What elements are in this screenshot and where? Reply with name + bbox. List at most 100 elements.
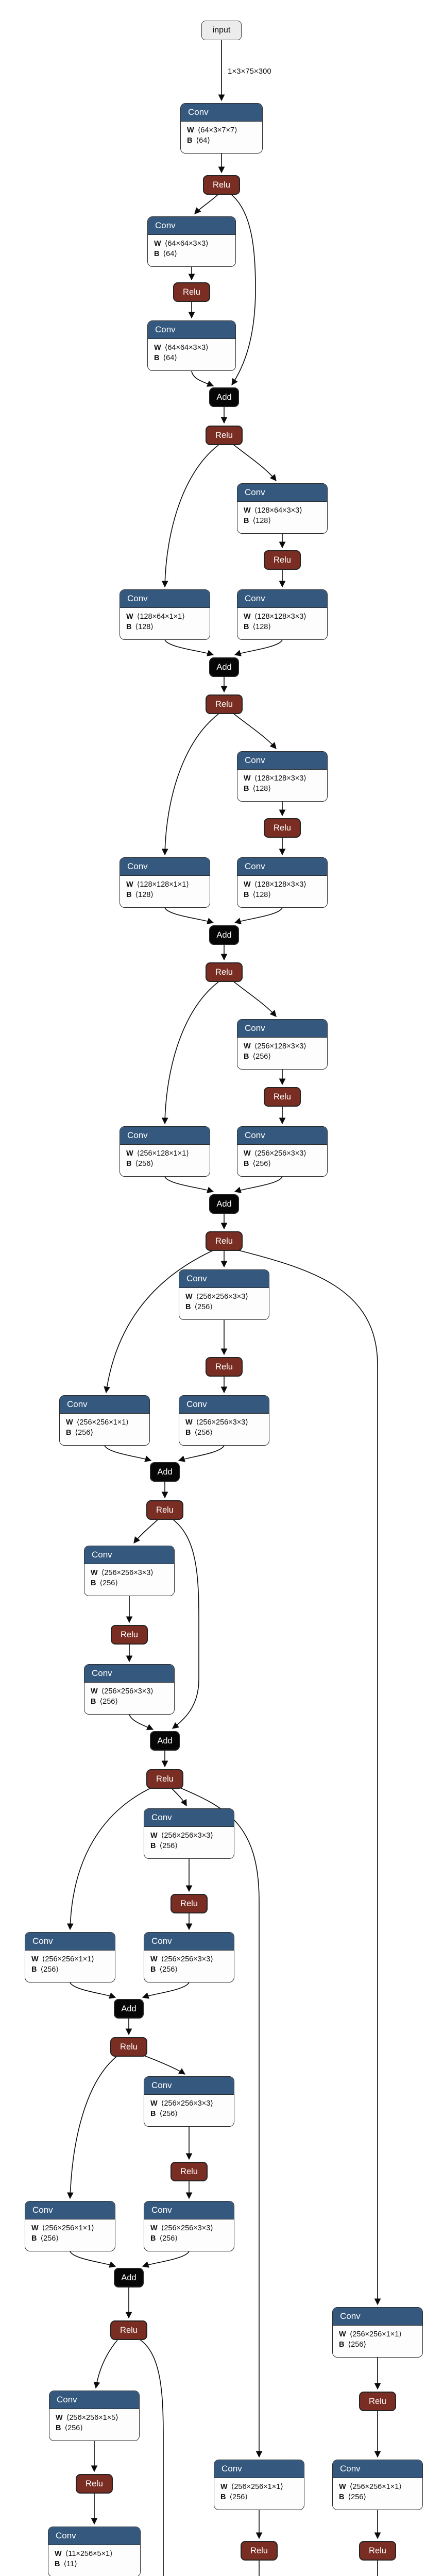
param-value: ⟨128×128×3×3⟩	[254, 880, 306, 889]
relu-node-b1relu[interactable]: Relu	[173, 282, 210, 302]
param-row-b: B⟨256⟩	[66, 1429, 143, 1437]
add-node-b4add[interactable]: Add	[209, 1194, 239, 1214]
relu-node-relu1[interactable]: Relu	[203, 175, 240, 195]
relu-node-relu6[interactable]: Relu	[146, 1500, 183, 1520]
relu-node-relu3[interactable]: Relu	[206, 694, 243, 714]
param-value: ⟨256⟩	[40, 1965, 59, 1974]
conv-node-title: Conv	[25, 1933, 115, 1951]
param-value: ⟨256×256×1×1⟩	[349, 2330, 402, 2338]
add-node-b2add[interactable]: Add	[209, 657, 239, 677]
param-key: B	[244, 623, 249, 631]
add-node-b1add[interactable]: Add	[209, 387, 239, 407]
param-key: B	[185, 1429, 191, 1437]
relu-node-relu2[interactable]: Relu	[206, 426, 243, 445]
add-node-b3add[interactable]: Add	[209, 925, 239, 945]
param-key: W	[31, 1955, 39, 1963]
param-row-b: B⟨256⟩	[31, 1965, 109, 1974]
param-value: ⟨128⟩	[252, 517, 271, 525]
relu-node-h2relu[interactable]: Relu	[241, 2541, 278, 2561]
add-node-b7add[interactable]: Add	[114, 1999, 144, 2019]
edge	[161, 714, 219, 856]
relu-node-b5relu[interactable]: Relu	[206, 1357, 243, 1377]
param-value: ⟨256⟩	[252, 1053, 271, 1061]
conv-node-title: Conv	[120, 590, 210, 608]
param-value: ⟨256×256×1×1⟩	[349, 2483, 402, 2491]
param-key: W	[150, 1955, 158, 1963]
edge	[66, 2056, 117, 2199]
add-node-b8add[interactable]: Add	[114, 2268, 144, 2287]
param-row-b: B⟨11⟩	[55, 2560, 134, 2568]
relu-node-b7relu[interactable]: Relu	[171, 1894, 208, 1913]
conv-node-params: W⟨256×256×1×5⟩B⟨256⟩	[49, 2409, 139, 2436]
param-value: ⟨256⟩	[159, 1842, 178, 1850]
edge	[104, 1249, 215, 1394]
relu-node-b3relu[interactable]: Relu	[264, 818, 301, 838]
conv-node-title: Conv	[237, 1020, 327, 1038]
edge	[104, 1445, 152, 1462]
relu-node-relu5[interactable]: Relu	[206, 1231, 243, 1251]
param-row-b: B⟨64⟩	[154, 250, 229, 258]
relu-node-b8relu[interactable]: Relu	[171, 2162, 208, 2181]
relu-node-relu8[interactable]: Relu	[110, 2037, 147, 2057]
conv-node-title: Conv	[237, 484, 327, 502]
param-value: ⟨128⟩	[252, 785, 271, 793]
param-row-w: W⟨64×3×7×7⟩	[187, 126, 256, 134]
param-key: B	[150, 1842, 156, 1850]
param-row-b: B⟨256⟩	[339, 2341, 416, 2349]
relu-node-relu7[interactable]: Relu	[146, 1769, 183, 1789]
io-node-input[interactable]: input	[201, 21, 242, 40]
relu-node-relu9[interactable]: Relu	[110, 2320, 147, 2340]
relu-node-relu4[interactable]: Relu	[206, 962, 243, 982]
param-value: ⟨128×128×1×1⟩	[137, 880, 189, 889]
relu-node-b6relu[interactable]: Relu	[111, 1625, 148, 1645]
relu-node-b2relu[interactable]: Relu	[264, 550, 301, 570]
param-key: W	[244, 880, 251, 889]
conv-node-title: Conv	[148, 321, 235, 339]
relu-node-h3relu2[interactable]: Relu	[359, 2541, 396, 2561]
param-key: W	[91, 1569, 98, 1577]
param-row-w: W⟨128×128×1×1⟩	[126, 880, 203, 889]
edge	[175, 1785, 263, 2458]
param-value: ⟨256×256×3×3⟩	[161, 1955, 213, 1963]
param-value: ⟨256⟩	[194, 1303, 213, 1311]
relu-node-h1relu1[interactable]: Relu	[76, 2474, 113, 2494]
relu-node-h3relu1[interactable]: Relu	[359, 2392, 396, 2411]
param-key: B	[154, 354, 160, 362]
param-value: ⟨64⟩	[196, 137, 210, 145]
param-row-w: W⟨256×256×3×3⟩	[91, 1569, 168, 1577]
conv-node-title: Conv	[333, 2308, 422, 2326]
param-key: B	[154, 250, 160, 258]
add-node-b6add[interactable]: Add	[150, 1731, 180, 1751]
add-node-b5add[interactable]: Add	[150, 1462, 180, 1482]
relu-node-b4relu[interactable]: Relu	[264, 1087, 301, 1107]
edge	[144, 2055, 186, 2075]
